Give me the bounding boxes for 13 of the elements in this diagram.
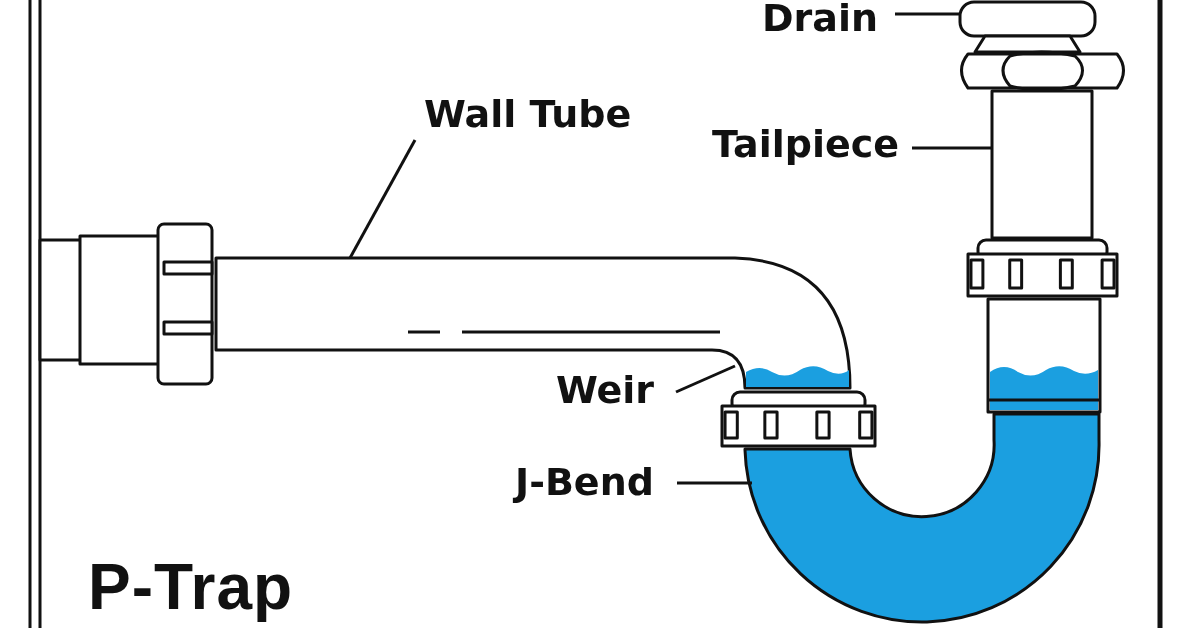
leader-line [677, 481, 752, 485]
j-bend-pipe [743, 297, 1102, 624]
part-label: Drain [762, 0, 878, 40]
part-label: Weir [556, 368, 655, 412]
leader-line [912, 146, 992, 150]
leader-line [895, 12, 960, 16]
leader-line [675, 364, 736, 394]
tailpiece-pipe [990, 89, 1094, 240]
diagram-title: P-Trap [88, 552, 294, 622]
part-label: J-Bend [515, 460, 654, 504]
leader-line [348, 139, 417, 259]
part-label: Wall Tube [424, 92, 632, 136]
part-label: Tailpiece [712, 122, 899, 166]
